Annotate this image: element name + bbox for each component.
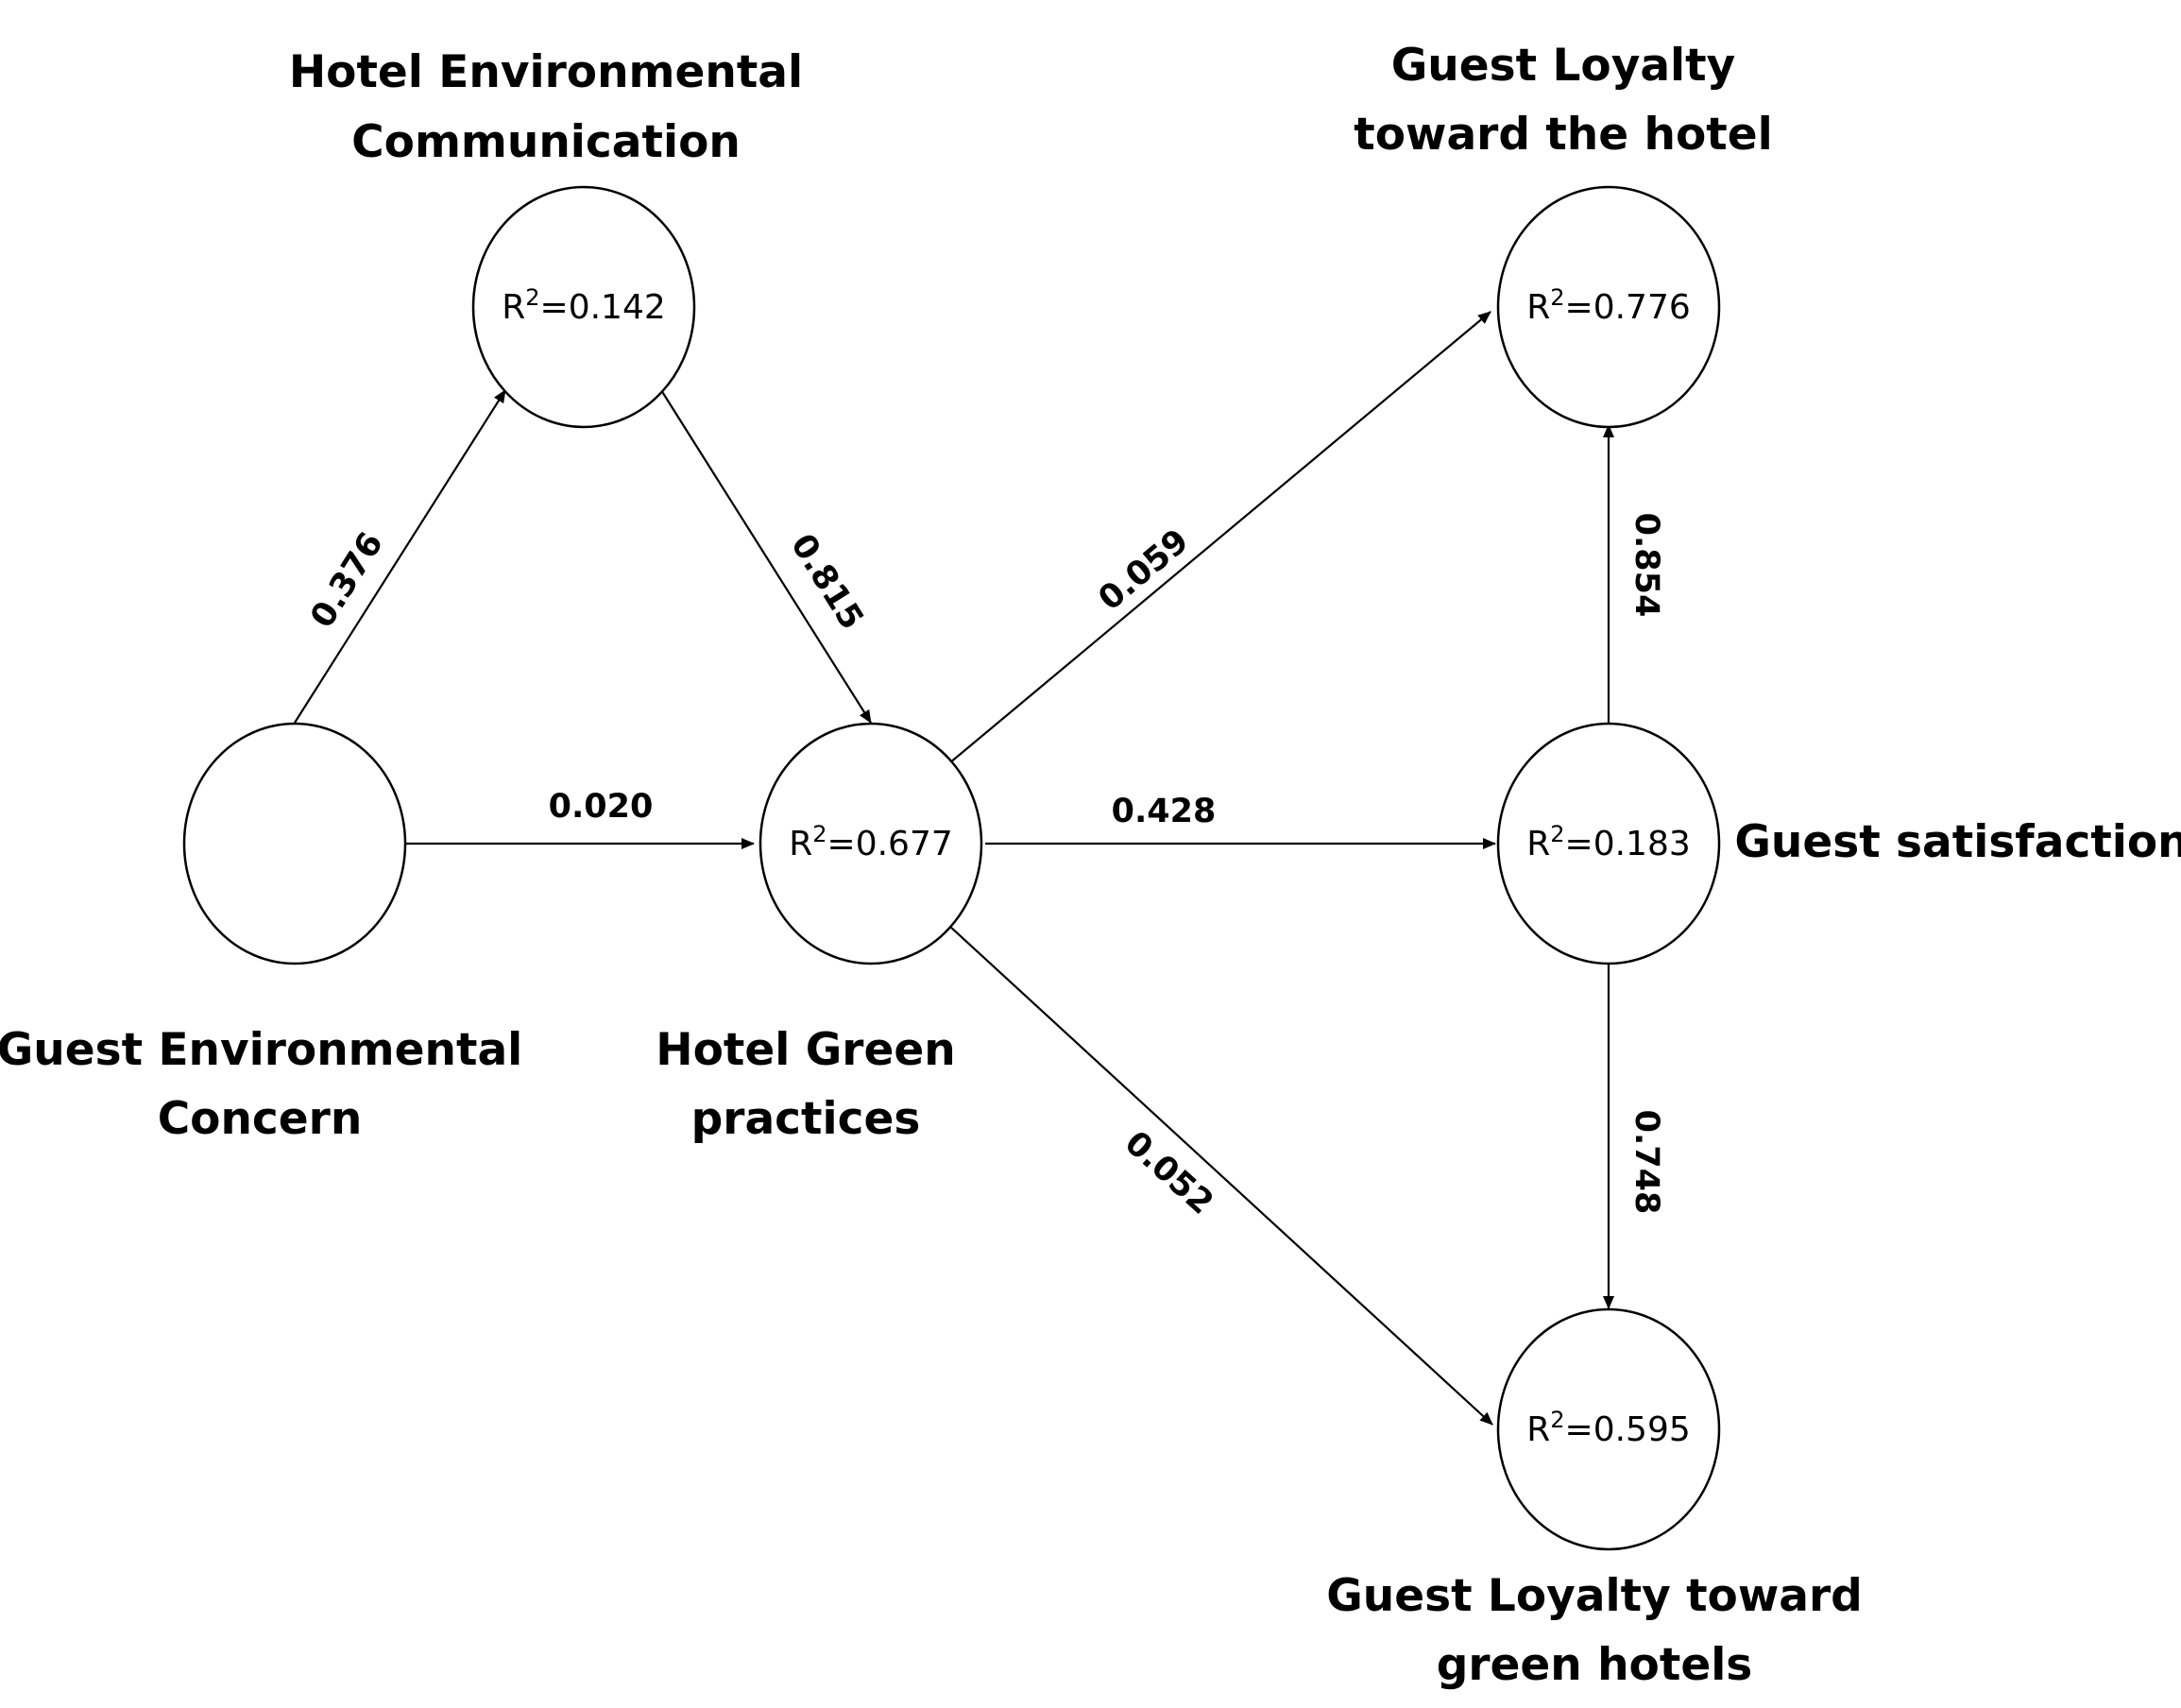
- label-guest-environmental-concern-line2: Concern: [158, 1093, 363, 1145]
- edges: [294, 311, 1614, 1426]
- edge-hgp-to-glg: [948, 925, 1493, 1426]
- construct-labels: Hotel Environmental Communication Guest …: [0, 40, 2181, 1691]
- label-guest-loyalty-hotel-line2: toward the hotel: [1354, 109, 1772, 161]
- r2-value: R2=0.595: [1526, 1407, 1691, 1449]
- coef-gs-to-glh: 0.854: [1627, 513, 1665, 618]
- construct-circle: [182, 722, 407, 965]
- coef-gs-to-glg: 0.748: [1627, 1110, 1665, 1215]
- node-hotel-environmental-communication: R2=0.142: [471, 185, 696, 429]
- coef-gec-to-hec: 0.376: [303, 526, 391, 635]
- r2-value: R2=0.677: [789, 821, 953, 863]
- coef-hec-to-hgp: 0.815: [783, 528, 871, 637]
- label-guest-satisfaction: Guest satisfaction: [1734, 816, 2181, 868]
- node-guest-satisfaction: R2=0.183: [1496, 722, 1721, 965]
- label-guest-loyalty-hotel-line1: Guest Loyalty: [1391, 40, 1736, 92]
- node-guest-loyalty-green: R2=0.595: [1496, 1307, 1721, 1551]
- coef-hgp-to-glg: 0.052: [1117, 1124, 1220, 1222]
- construct-circle: [1496, 185, 1721, 429]
- label-hotel-green-practices-line1: Hotel Green: [656, 1024, 955, 1076]
- nodes: R2=0.142 R2=0.677 R2=0.776 R2=0.183: [182, 185, 1721, 1551]
- node-guest-environmental-concern: [182, 722, 407, 965]
- r2-value: R2=0.183: [1526, 821, 1691, 863]
- construct-circle: [1496, 722, 1721, 965]
- construct-circle: [471, 185, 696, 429]
- label-hotel-environmental-communication-line1: Hotel Environmental: [289, 46, 803, 98]
- coef-gec-to-hgp: 0.020: [549, 788, 654, 826]
- edge-labels: 0.376 0.815 0.020 0.059 0.428 0.052 0.85…: [303, 513, 1665, 1222]
- edge-hgp-to-glh: [948, 311, 1491, 764]
- label-guest-environmental-concern-line1: Guest Environmental: [0, 1024, 522, 1076]
- r2-value: R2=0.142: [502, 284, 666, 327]
- node-hotel-green-practices: R2=0.677: [758, 722, 983, 965]
- node-guest-loyalty-hotel: R2=0.776: [1496, 185, 1721, 429]
- construct-circle: [1496, 1307, 1721, 1551]
- label-hotel-environmental-communication-line2: Communication: [351, 116, 741, 168]
- label-guest-loyalty-green-line1: Guest Loyalty toward: [1326, 1570, 1863, 1622]
- label-guest-loyalty-green-line2: green hotels: [1437, 1639, 1753, 1691]
- edge-hec-to-hgp: [660, 389, 872, 724]
- label-hotel-green-practices-line2: practices: [691, 1093, 921, 1145]
- r2-value: R2=0.776: [1526, 284, 1691, 327]
- construct-circle: [758, 722, 983, 965]
- edge-gec-to-hec: [294, 389, 506, 724]
- coef-hgp-to-gs: 0.428: [1112, 793, 1217, 830]
